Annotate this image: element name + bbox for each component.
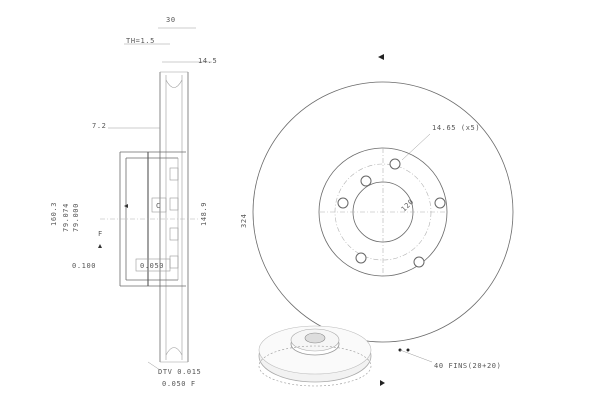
dim-center-bore-2: 79.074	[62, 203, 70, 232]
bolt-hole	[413, 256, 425, 268]
direction-arrow-icon	[378, 54, 384, 60]
fins-note: 40 FINS(20+20)	[434, 362, 501, 370]
dim-th: TH=1.5	[126, 37, 155, 45]
isometric-view	[258, 325, 385, 387]
front-view: 14.65 (x5) 120 324 40 FINS(20+20)	[240, 54, 514, 370]
bolt-hole	[389, 158, 401, 170]
datum-f-arrow-icon	[98, 244, 102, 248]
dim-bolt-holes: 14.65 (x5)	[432, 124, 480, 132]
bolt-hole	[355, 252, 367, 264]
datum-c: C	[156, 202, 161, 210]
dim-outer-diameter: 324	[240, 214, 248, 228]
datum-arrow-icon	[124, 204, 128, 208]
dim-center-bore-1: 160.3	[50, 202, 58, 226]
dim-center-bore-3: 79.000	[72, 203, 80, 232]
bolt-hole	[434, 197, 446, 209]
locating-hole	[360, 175, 372, 187]
rotor-outer-circle	[252, 81, 514, 343]
dim-hat: 7.2	[92, 122, 106, 130]
tol-dtv: DTV 0.015	[158, 368, 201, 376]
view-arrow-icon	[380, 380, 385, 386]
dim-friction-ring: 14.5	[198, 57, 217, 65]
dim-total-width: 30	[166, 16, 176, 24]
tol-runout: 0.050 F	[162, 380, 196, 388]
bolt-hole	[337, 197, 349, 209]
section-view: 30 TH=1.5 14.5 7.2 C	[50, 16, 217, 388]
tol-flatness: 0.100	[72, 262, 96, 270]
datum-f: F	[98, 230, 103, 238]
dim-hat-diameter: 148.9	[200, 202, 208, 226]
tol-box: 0.050	[140, 262, 164, 270]
